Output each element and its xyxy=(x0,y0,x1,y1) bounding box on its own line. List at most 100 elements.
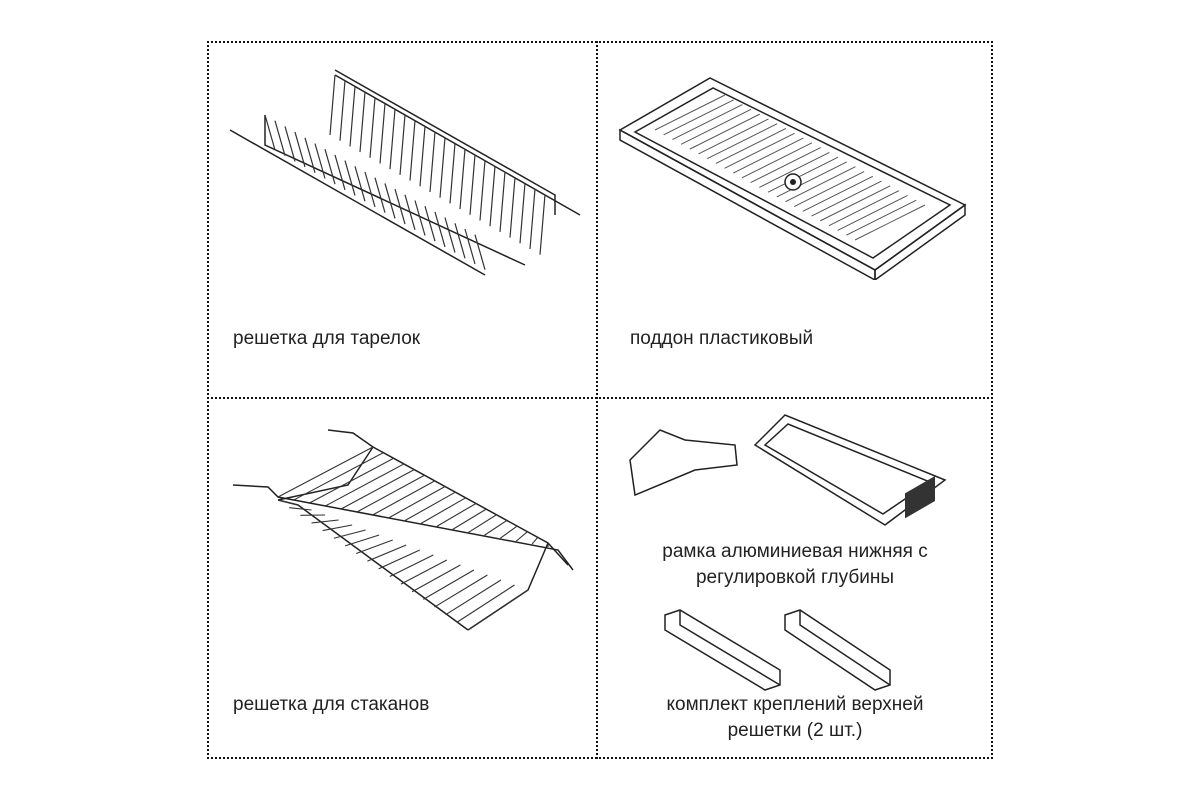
plate-rack-wire xyxy=(359,92,366,153)
glass-rack-wire xyxy=(289,507,312,511)
plate-rack-wire xyxy=(539,194,546,255)
plate-rack-wire xyxy=(264,114,276,151)
glass-rack-wire xyxy=(423,569,475,600)
component-grid xyxy=(207,41,993,759)
plate-rack-wire xyxy=(424,206,436,242)
plate-rack-wire xyxy=(469,154,476,215)
glass-rack-illustration xyxy=(232,429,574,631)
plate-rack-wire xyxy=(374,177,386,213)
plate-rack-label: решетка для тарелок xyxy=(233,328,421,349)
plate-rack-wire xyxy=(449,143,456,204)
tray-rib xyxy=(698,118,769,155)
plate-rack-wire xyxy=(419,126,426,187)
plate-rack-wire xyxy=(389,109,396,170)
glass-rack-wire xyxy=(322,524,353,532)
plate-rack-wire xyxy=(429,131,436,193)
tray-rib xyxy=(706,123,778,160)
plate-rack-wire xyxy=(444,217,456,253)
aluminium-frame-illustration xyxy=(629,414,947,526)
tray-rib xyxy=(733,137,804,174)
glass-rack-wire xyxy=(341,469,415,510)
tray-rib xyxy=(793,171,865,207)
plate-rack-wire xyxy=(394,188,406,225)
tray-rib xyxy=(724,132,795,169)
glass-rack-wire xyxy=(344,534,380,547)
glass-rack-wire xyxy=(357,474,425,513)
tray-rib xyxy=(811,180,882,217)
tray-rib xyxy=(680,108,752,145)
tray-rib xyxy=(854,204,926,241)
plate-rack-wire xyxy=(529,188,536,250)
plate-rack-wire xyxy=(434,211,446,248)
glass-rack-wire xyxy=(500,525,518,539)
tray-rib xyxy=(837,194,908,231)
plate-rack-wire xyxy=(399,114,406,175)
glass-rack-wire xyxy=(515,531,528,542)
aluminium-frame-label-line1: рамка алюминиевая нижняя с xyxy=(662,541,928,562)
brackets-label-line1: комплект креплений верхней xyxy=(666,694,924,715)
plate-rack-wire xyxy=(304,137,316,173)
plate-rack-wire xyxy=(519,183,526,244)
grid-divider-horizontal xyxy=(207,397,993,399)
plate-rack-wire xyxy=(324,149,336,185)
plate-rack-wire xyxy=(364,171,376,208)
glass-rack-label: решетка для стаканов xyxy=(233,694,430,715)
plate-rack-wire xyxy=(454,223,466,259)
tray-rib xyxy=(741,142,813,179)
tray-rib xyxy=(776,161,847,198)
glass-rack-wire xyxy=(420,497,466,524)
glass-rack-wire xyxy=(468,514,497,533)
glass-rack-wire xyxy=(378,549,420,570)
tray-rib xyxy=(828,190,900,227)
aluminium-frame-label: рамка алюминиевая нижняя с регулировкой … xyxy=(625,539,965,591)
glass-rack-wire xyxy=(531,537,539,545)
glass-rack-wire xyxy=(411,564,461,593)
plate-rack-wire xyxy=(489,166,496,227)
glass-rack-wire xyxy=(436,502,477,527)
plate-rack-wire xyxy=(344,160,356,196)
plastic-tray-illustration xyxy=(618,77,967,280)
grid-divider-vertical xyxy=(596,41,598,759)
plate-rack-wire xyxy=(379,103,386,164)
plate-rack-wire xyxy=(329,74,336,136)
tray-rib xyxy=(750,147,821,184)
plate-rack-wire xyxy=(459,149,466,210)
glass-rack-wire xyxy=(309,457,394,504)
plastic-tray-label: поддон пластиковый xyxy=(630,328,814,349)
tray-rib xyxy=(672,104,743,141)
plate-rack-wire xyxy=(414,200,426,236)
plate-rack-wire xyxy=(339,80,346,141)
plate-rack-wire xyxy=(499,171,506,232)
tray-rib xyxy=(819,185,891,222)
plate-rack-wire xyxy=(439,137,446,198)
glass-rack-wire xyxy=(456,584,515,623)
glass-rack-wire xyxy=(356,539,393,555)
tray-rib xyxy=(715,128,787,164)
glass-rack-wire xyxy=(452,508,487,530)
glass-rack-wire xyxy=(311,519,339,524)
glass-rack-wire xyxy=(367,544,407,562)
plate-rack-wire xyxy=(384,183,396,219)
glass-rack-wire xyxy=(445,579,502,616)
glass-rack-wire xyxy=(277,499,299,506)
upper-rack-brackets-illustration xyxy=(664,609,891,691)
plate-rack-wire xyxy=(464,228,476,265)
tray-rib xyxy=(759,151,830,188)
tray-rib xyxy=(663,99,734,136)
plate-rack-wire xyxy=(479,160,486,221)
tray-rib xyxy=(689,113,761,150)
tray-rib xyxy=(846,199,917,236)
plate-rack-wire xyxy=(294,131,306,168)
glass-rack-wire xyxy=(434,574,488,608)
plate-rack-wire xyxy=(474,234,486,270)
tray-rib xyxy=(654,94,726,131)
tray-rib xyxy=(802,175,874,212)
glass-rack-wire xyxy=(277,446,374,498)
glass-rack-wire xyxy=(400,559,448,585)
glass-rack-wire xyxy=(484,519,508,536)
tray-rib xyxy=(767,156,839,193)
glass-rack-wire xyxy=(373,480,436,516)
plate-rack-illustration xyxy=(229,69,581,276)
glass-rack-wire xyxy=(404,491,456,522)
plate-rack-wire xyxy=(274,120,286,156)
